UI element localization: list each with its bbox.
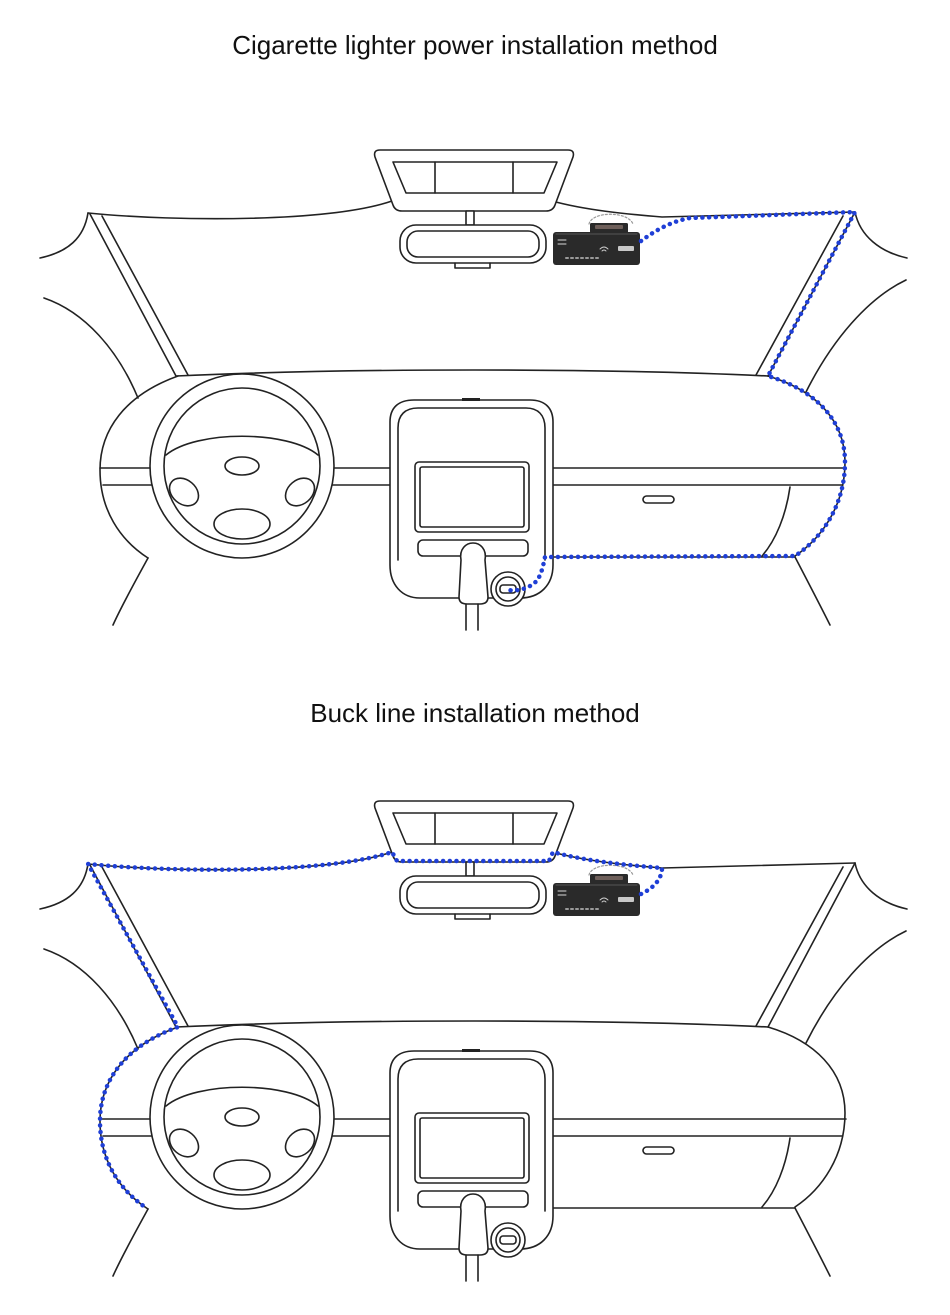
- right-roof-corner: [855, 212, 907, 258]
- car-interior-drawing-slot: [40, 801, 907, 1281]
- dashboard-top-edge: [176, 370, 768, 376]
- left-a-pillar-inner: [102, 867, 188, 1026]
- left-a-pillar-inner: [102, 216, 188, 375]
- overhead-console-outline: [375, 150, 574, 211]
- left-door-frame: [44, 298, 138, 398]
- dash-cam-mount-guide: [589, 214, 633, 224]
- left-a-pillar-outer: [90, 214, 176, 376]
- windshield-top-edge-left: [88, 201, 392, 219]
- steering-wheel-outer-rim: [150, 1025, 334, 1209]
- rear-view-mirror: [400, 211, 546, 268]
- gear-shift-shaft: [466, 604, 478, 630]
- left-lower-panel-edge: [113, 1209, 148, 1276]
- right-door-frame: [806, 931, 906, 1043]
- glovebox-right-edge: [762, 487, 790, 556]
- right-lower-panel-edge: [795, 557, 830, 625]
- overhead-console: [375, 150, 574, 211]
- cigarette-lighter-installation-diagram: [40, 150, 907, 630]
- dash-cam-status-panel: [618, 897, 634, 902]
- gear-shift-shaft: [466, 1255, 478, 1281]
- glovebox-handle: [643, 1147, 674, 1154]
- power-cable-route-cigarette-lighter: [507, 212, 855, 590]
- right-a-pillar-outer: [768, 863, 855, 1027]
- gear-shift-knob: [459, 1194, 488, 1255]
- gear-shift-knob: [459, 543, 488, 604]
- dash-cam: [553, 865, 640, 916]
- dash-cam-mount-guide: [589, 865, 633, 875]
- dash-cam-status-panel: [618, 246, 634, 251]
- right-lower-panel-edge: [795, 1208, 830, 1276]
- center-console: [390, 1049, 553, 1281]
- dashboard-top-edge: [176, 1021, 768, 1027]
- right-door-frame: [806, 280, 906, 392]
- steering-wheel: [150, 1025, 334, 1209]
- steering-wheel-outer-rim: [150, 374, 334, 558]
- center-console-top-vent: [462, 1049, 480, 1052]
- center-console-top-vent: [462, 398, 480, 401]
- rear-view-mirror-stem: [466, 211, 474, 225]
- overhead-console: [375, 801, 574, 862]
- left-lower-panel-edge: [113, 558, 148, 625]
- right-roof-corner: [855, 863, 907, 909]
- left-roof-corner: [40, 213, 88, 258]
- glovebox-handle: [643, 496, 674, 503]
- steering-wheel: [150, 374, 334, 558]
- buck-line-installation-diagram: [40, 801, 907, 1281]
- rear-view-mirror-stem: [466, 862, 474, 876]
- dash-cam-mount-plate: [595, 225, 623, 229]
- rear-view-mirror: [400, 862, 546, 919]
- car-interior-drawing: [40, 150, 907, 630]
- center-console: [390, 398, 553, 630]
- dash-cam: [553, 214, 640, 265]
- glovebox-right-edge: [762, 1138, 790, 1207]
- left-door-frame: [44, 949, 138, 1049]
- overhead-console-outline: [375, 801, 574, 862]
- car-interior-drawing: [40, 801, 907, 1281]
- dash-cam-mount-plate: [595, 876, 623, 880]
- left-roof-corner: [40, 864, 88, 909]
